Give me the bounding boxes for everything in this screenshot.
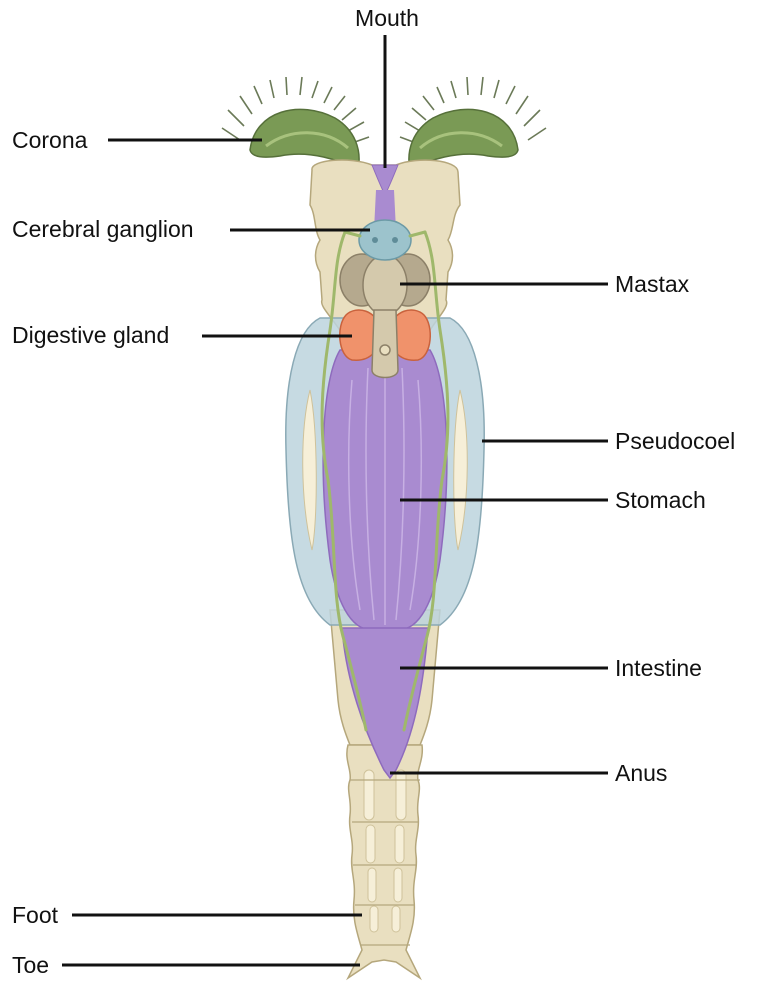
label-corona: Corona <box>12 127 88 153</box>
rotifer-illustration <box>221 76 547 981</box>
nerves <box>320 230 450 732</box>
label-pseudocoel: Pseudocoel <box>615 428 735 454</box>
labels: Mouth Corona Cerebral ganglion Mastax Di… <box>12 5 735 978</box>
stomach <box>322 349 448 631</box>
label-foot: Foot <box>12 902 59 928</box>
label-mastax: Mastax <box>615 271 690 297</box>
corona-cilia <box>221 76 547 144</box>
corona <box>249 108 519 172</box>
label-mouth: Mouth <box>355 5 419 31</box>
label-cerebral-ganglion: Cerebral ganglion <box>12 216 194 242</box>
label-stomach: Stomach <box>615 487 706 513</box>
body-segment-lines <box>350 779 420 946</box>
leader-lines <box>62 35 608 967</box>
label-toe: Toe <box>12 952 49 978</box>
label-intestine: Intestine <box>615 655 702 681</box>
cerebral-ganglion <box>358 219 412 261</box>
digestive-gland <box>339 309 431 361</box>
label-anus: Anus <box>615 760 667 786</box>
mastax <box>339 253 431 379</box>
label-digestive-gland: Digestive gland <box>12 322 169 348</box>
foot-segments <box>363 769 407 933</box>
